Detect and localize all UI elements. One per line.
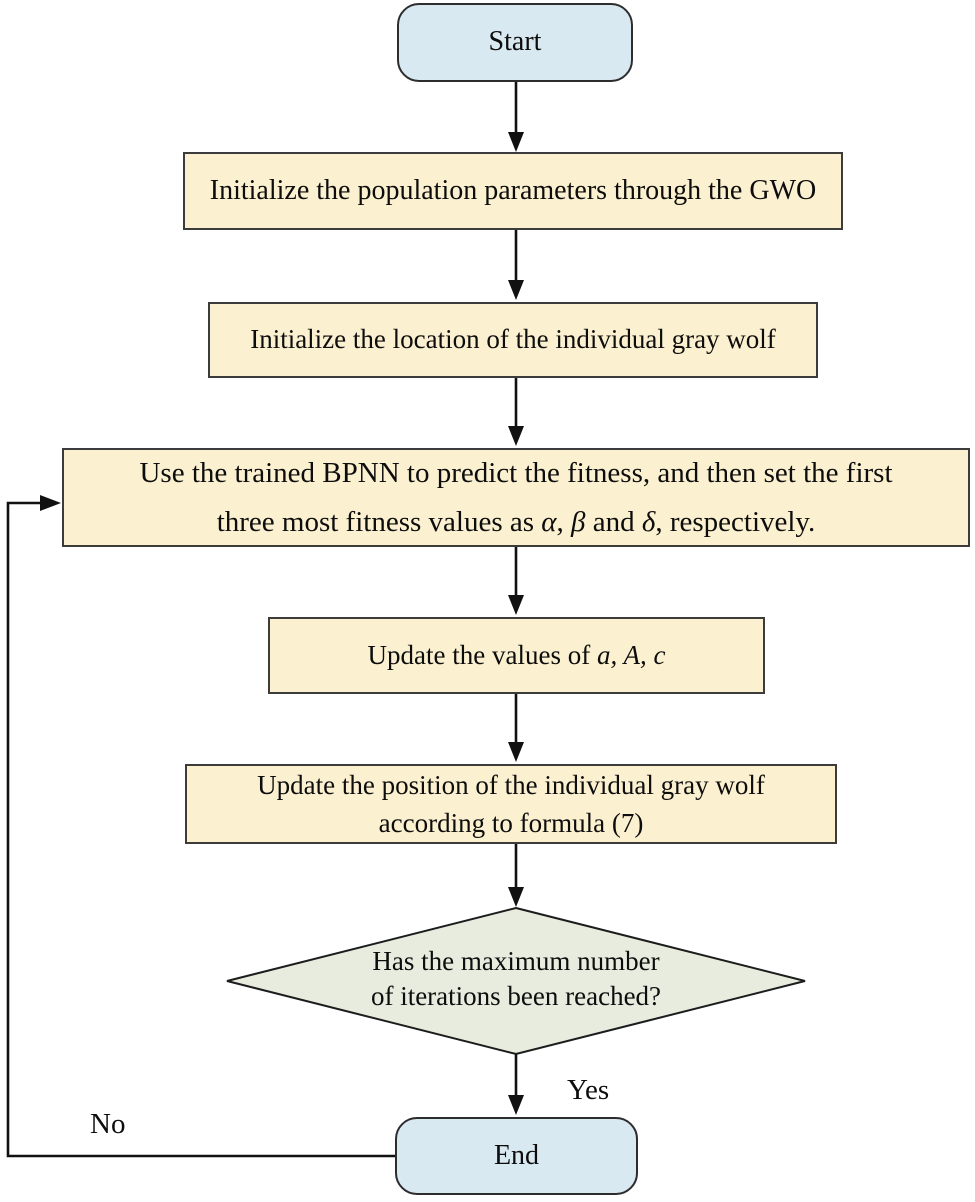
arrowhead-loop-no bbox=[40, 495, 61, 511]
start-node: Start bbox=[397, 3, 633, 82]
no-edge-label: No bbox=[90, 1108, 126, 1140]
update-values-variables: a, A, c bbox=[596, 639, 666, 670]
loop-no-line bbox=[6, 501, 395, 1158]
process-update-values: Update the values of a, A, c bbox=[268, 617, 765, 694]
predict-line2-text: three most fitness values as bbox=[216, 505, 542, 538]
alpha-symbol: α bbox=[541, 505, 557, 538]
process-init-wolf-location-label: Initialize the location of the individua… bbox=[250, 324, 776, 355]
arrowhead-init-params-to-init-location bbox=[508, 280, 524, 300]
yes-edge-label: Yes bbox=[567, 1074, 610, 1106]
process-predict-fitness-line1: Use the trained BPNN to predict the fitn… bbox=[139, 456, 893, 489]
decision-line1: Has the maximum number bbox=[372, 946, 660, 976]
arrowhead-update-values-to-update-position bbox=[508, 742, 524, 762]
process-init-population-params: Initialize the population parameters thr… bbox=[183, 152, 843, 230]
process-update-values-label: Update the values of a, A, c bbox=[368, 638, 666, 673]
arrowhead-predict-to-update-values bbox=[508, 595, 524, 615]
start-label: Start bbox=[488, 26, 542, 58]
predict-line2-comma: , bbox=[556, 505, 572, 538]
predict-line2-and: and bbox=[585, 505, 642, 538]
arrowhead-start-to-init-params bbox=[508, 132, 524, 152]
arrowhead-decision-to-end bbox=[508, 1095, 524, 1115]
process-update-position-line1: Update the position of the individual gr… bbox=[257, 770, 765, 800]
end-label: End bbox=[493, 1139, 540, 1171]
process-update-position-line2: according to formula (7) bbox=[378, 808, 644, 838]
end-node: End bbox=[395, 1117, 638, 1195]
decision-node-text: Has the maximum number of iterations bee… bbox=[291, 944, 741, 1014]
process-update-position: Update the position of the individual gr… bbox=[185, 764, 837, 844]
arrowhead-init-location-to-predict bbox=[508, 426, 524, 446]
delta-symbol: δ bbox=[641, 505, 656, 538]
predict-line2-tail: , respectively. bbox=[655, 505, 816, 538]
beta-symbol: β bbox=[571, 505, 586, 538]
process-predict-fitness-line2: three most fitness values as α, β and δ,… bbox=[217, 498, 816, 547]
decision-line2: of iterations been reached? bbox=[370, 981, 662, 1011]
process-init-wolf-location: Initialize the location of the individua… bbox=[208, 302, 818, 378]
update-values-text: Update the values of bbox=[367, 639, 597, 670]
process-init-population-params-label: Initialize the population parameters thr… bbox=[209, 174, 817, 206]
process-predict-fitness: Use the trained BPNN to predict the fitn… bbox=[62, 448, 970, 547]
arrowhead-update-position-to-decision bbox=[508, 887, 524, 907]
